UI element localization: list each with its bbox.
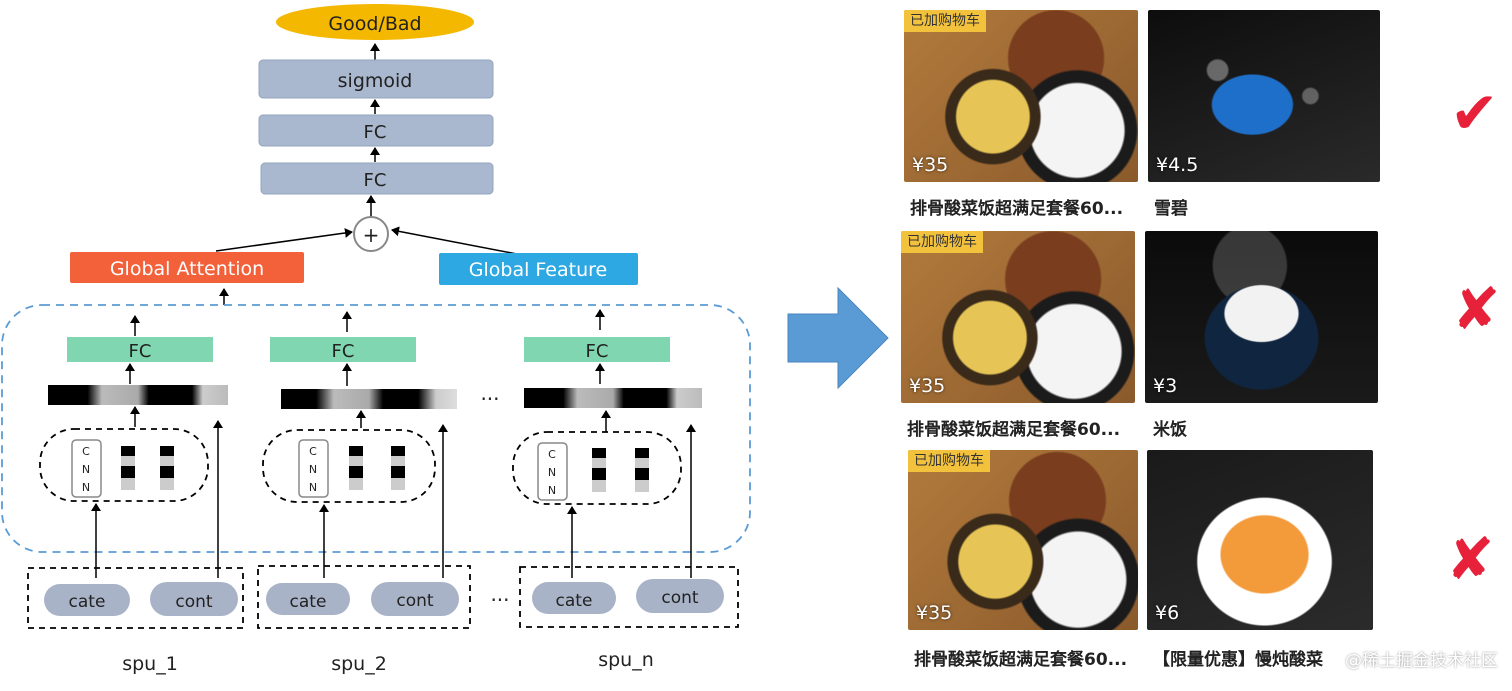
cart-badge: 已加购物车 (908, 450, 990, 472)
spu2-input-box (257, 565, 471, 629)
output-node (276, 4, 474, 40)
spu1-input-box (27, 567, 244, 629)
spun-cate-label: cate (556, 591, 593, 611)
spu1-cnn-n2: N (82, 481, 90, 494)
product-title[interactable]: 【限量优惠】慢炖酸菜 (1153, 650, 1323, 670)
sequence-ellipsis: ··· (480, 387, 499, 411)
spareribs-meal-image[interactable]: 已加购物车 ¥35 (901, 231, 1135, 403)
combine-node (353, 216, 389, 252)
spun-feature-map-1 (592, 448, 606, 492)
rice-bowl-image[interactable]: ¥3 (1145, 231, 1378, 403)
spu2-cnn-n1: N (309, 463, 317, 476)
spun-feature-map-2 (635, 448, 649, 492)
spu1-cnn-block (71, 439, 102, 498)
spun-fc-label: FC (586, 341, 609, 362)
spu2-name: spu_2 (331, 653, 387, 675)
spu2-cont-label: cont (396, 591, 434, 611)
price-label: ¥6 (1155, 602, 1180, 624)
fc-mid-layer (260, 162, 494, 195)
global-feature-box (439, 253, 638, 285)
spareribs-meal-image[interactable]: 已加购物车 ¥35 (904, 10, 1138, 182)
cross-icon: ✘ (1452, 275, 1501, 343)
output-label: Good/Bad (328, 13, 421, 35)
spu2-fc-label: FC (332, 341, 355, 362)
sigmoid-label: sigmoid (338, 70, 413, 92)
spu2-feature-map-1 (349, 446, 363, 490)
spu1-feature-map-2 (160, 446, 174, 490)
cart-badge: 已加购物车 (904, 10, 986, 32)
price-label: ¥3 (1153, 375, 1178, 397)
spu2-cate-label: cate (290, 592, 327, 612)
spu1-cnn-group (39, 428, 209, 502)
spun-fc-box (524, 337, 670, 362)
pickled-cabbage-image[interactable]: ¥6 (1147, 450, 1373, 630)
spun-cnn-n2: N (548, 484, 556, 497)
spu2-cont-pill (371, 582, 459, 616)
spu2-feature-map-2 (391, 446, 405, 490)
price-label: ¥35 (909, 375, 946, 397)
spu2-cnn-block (298, 439, 329, 498)
price-label: ¥4.5 (1156, 154, 1199, 176)
spu1-cate-pill (44, 584, 130, 616)
arrow-feature-to-combine (391, 226, 523, 256)
fc-mid-label: FC (364, 170, 387, 191)
spu1-fc-label: FC (129, 341, 152, 362)
spun-embedding-sequence (524, 388, 702, 408)
spu1-name: spu_1 (122, 653, 178, 675)
input-ellipsis: ··· (490, 588, 509, 612)
spu1-cont-pill (150, 582, 238, 616)
product-title[interactable]: 排骨酸菜饭超满足套餐60... (914, 650, 1128, 670)
combine-symbol: + (363, 223, 380, 247)
product-title[interactable]: 排骨酸菜饭超满足套餐60... (907, 420, 1121, 440)
spun-input-box (519, 566, 739, 628)
spun-cnn-block (537, 442, 568, 501)
soda-can-image[interactable]: ¥4.5 (1148, 10, 1380, 182)
spu1-feature-map-1 (121, 446, 135, 490)
global-attention-label: Global Attention (110, 258, 264, 280)
product-title[interactable]: 雪碧 (1154, 199, 1188, 219)
product-title[interactable]: 排骨酸菜饭超满足套餐60... (910, 199, 1124, 219)
spun-cont-label: cont (661, 588, 699, 608)
spu-column-2: FC C N N cate cont spu_2 (257, 311, 471, 675)
spu-group-boundary (1, 304, 751, 553)
global-feature-label: Global Feature (469, 259, 607, 281)
spu2-cnn-group (262, 429, 436, 503)
spu2-cnn-c: C (309, 445, 317, 458)
fc-top-label: FC (364, 122, 387, 143)
product-title[interactable]: 米饭 (1153, 420, 1187, 440)
spu1-cont-label: cont (175, 592, 213, 612)
spu-column-1: FC C N N cate cont spu_1 (27, 315, 244, 675)
spu1-cnn-n1: N (82, 463, 90, 476)
spu-column-n: FC C N N cate cont spu_n (512, 309, 739, 671)
spu2-embedding-sequence (281, 389, 457, 409)
spun-cont-pill (636, 579, 724, 613)
check-icon: ✔ (1450, 79, 1499, 147)
spu1-fc-box (67, 337, 213, 362)
fc-top-layer (258, 114, 494, 147)
spun-cnn-group (512, 431, 682, 505)
cart-badge: 已加购物车 (901, 231, 983, 253)
watermark: @稀土掘金技术社区 (1345, 651, 1498, 671)
global-attention-box (70, 252, 304, 283)
spu2-cate-pill (266, 583, 350, 615)
price-label: ¥35 (916, 602, 953, 624)
spun-cate-pill (532, 582, 616, 614)
spun-name: spu_n (598, 649, 654, 671)
spun-cnn-n1: N (548, 466, 556, 479)
arrow-attention-to-combine (215, 228, 353, 252)
spu2-cnn-n2: N (309, 481, 317, 494)
transition-arrow (787, 286, 889, 390)
cross-icon: ✘ (1446, 525, 1495, 593)
spu2-fc-box (270, 337, 416, 362)
spu1-cate-label: cate (69, 592, 106, 612)
spu1-embedding-sequence (48, 385, 228, 405)
spun-cnn-c: C (548, 448, 556, 461)
spareribs-meal-image[interactable]: 已加购物车 ¥35 (908, 450, 1138, 630)
spu1-cnn-c: C (82, 445, 90, 458)
sigmoid-layer (258, 59, 494, 99)
price-label: ¥35 (912, 154, 949, 176)
